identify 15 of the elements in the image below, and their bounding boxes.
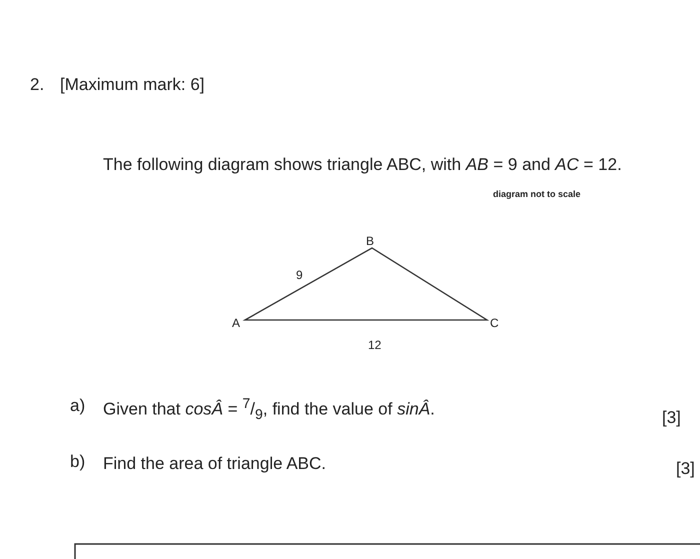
question-text: The following diagram shows triangle ABC, with AB = 9 and AC = 12. <box>103 155 622 175</box>
side-length: 12 <box>368 338 382 352</box>
note-text: diagram not to scale <box>493 189 581 199</box>
mark-allocation: [3] <box>676 459 695 479</box>
mark-allocation: [3] <box>662 408 681 428</box>
vertex-label: C <box>490 316 499 330</box>
part-label: b) <box>70 452 86 472</box>
vertex-label: B <box>366 234 374 248</box>
part-label: a) <box>70 396 86 416</box>
question-text: Find the area of triangle ABC. <box>103 454 326 474</box>
side-length: 9 <box>296 268 303 282</box>
mark-allocation: [Maximum mark: 6] <box>60 75 205 95</box>
question-number: 2. <box>30 75 44 95</box>
vertex-label: A <box>232 316 240 330</box>
question-text: Given that cosÂ = $^{7}$/$_{9}$, find the value of sinÂ. <box>103 396 435 424</box>
